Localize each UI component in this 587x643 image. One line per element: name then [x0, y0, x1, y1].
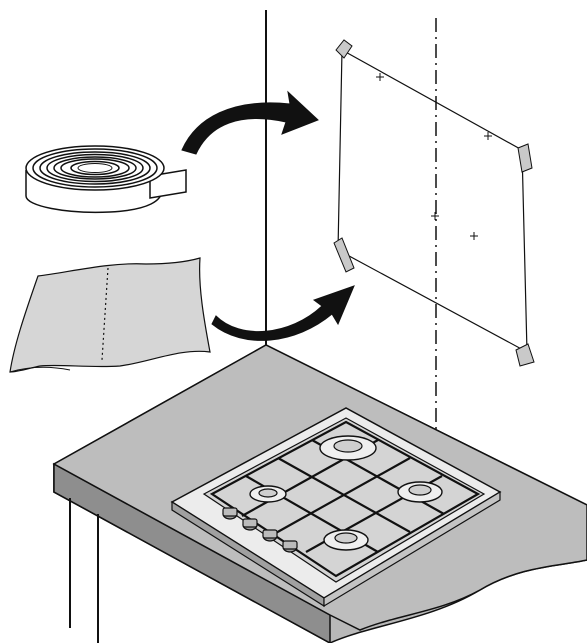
protective-sheet [9, 257, 211, 373]
burner-front-right [323, 529, 369, 551]
gas-hob [170, 407, 502, 608]
control-knob[interactable] [262, 529, 278, 542]
arrow-tape-to-template [181, 90, 319, 155]
sheet-fold-line [101, 267, 109, 361]
control-knob[interactable] [282, 540, 298, 553]
burner-rear-right [397, 481, 443, 503]
template-mark [470, 232, 478, 240]
tape-corner-bottom-left [333, 237, 355, 273]
template-mark [431, 212, 439, 220]
adhesive-tape-roll [25, 145, 187, 214]
paper-template-on-wall [333, 39, 535, 367]
tape-corner-top-left [335, 39, 353, 59]
template-mark [484, 132, 492, 140]
tape-corner-right [517, 143, 533, 173]
template-marks [376, 73, 492, 240]
control-knob[interactable] [242, 518, 258, 531]
template-mark [376, 73, 384, 81]
burner-front-left [249, 485, 287, 503]
arrow-sheet-to-template [211, 285, 355, 341]
burner-rear-left [319, 435, 377, 461]
tape-corner-bottom-right [515, 343, 535, 367]
control-knobs [222, 507, 298, 553]
control-knob[interactable] [222, 507, 238, 520]
